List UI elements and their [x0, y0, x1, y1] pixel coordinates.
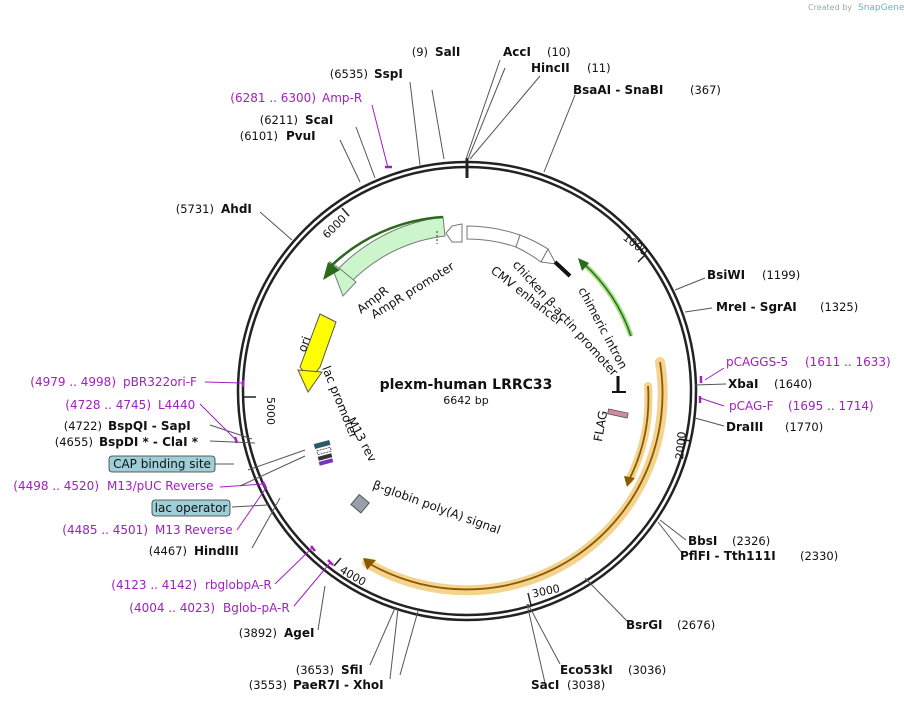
- lac-operator-box[interactable]: [151, 499, 231, 517]
- enzyme-sspi[interactable]: SspI: [374, 67, 403, 81]
- enzyme-pos-sfii: (3653): [296, 663, 334, 677]
- enzyme-pvui[interactable]: PvuI: [286, 129, 316, 143]
- primer-rbglobpa-r[interactable]: rbglobpA-R: [205, 578, 272, 592]
- enzyme-pos-hincii: (11): [587, 61, 611, 75]
- enzyme-pflfi-tth111i[interactable]: PflFI - Tth111I: [680, 549, 776, 563]
- flag-tag[interactable]: [607, 408, 629, 419]
- feature-label-globin: β-globin poly(A) signal: [371, 478, 503, 537]
- terminator-mark-1: [553, 260, 572, 278]
- enzyme-pos-ahdi: (5731): [176, 202, 214, 216]
- primer-marks: [233, 165, 703, 566]
- enzyme-ahdi[interactable]: AhdI: [221, 202, 252, 216]
- enzyme-bspqi-sapi[interactable]: BspQI - SapI: [108, 419, 191, 433]
- ampr-green-track: [330, 215, 444, 267]
- enzyme-hindiii[interactable]: HindIII: [194, 544, 239, 558]
- feature-label-flag: FLAG: [591, 410, 610, 443]
- enzyme-eco53ki[interactable]: Eco53kI: [560, 663, 613, 677]
- feature-label-ori: ori: [295, 334, 313, 353]
- tick-label-2000: 2000: [673, 431, 688, 460]
- enzyme-pos-bsiwi: (1199): [762, 268, 800, 282]
- primer-pos-pcaggs5: (1611 .. 1633): [805, 355, 891, 369]
- primer-l4440[interactable]: L4440: [158, 398, 195, 412]
- chimeric-intron-arc[interactable]: [582, 262, 632, 337]
- enzyme-pos-bspqi: (4722): [64, 419, 102, 433]
- enzyme-mrei-sgrai[interactable]: MreI - SgrAI: [716, 300, 797, 314]
- cmv-enhancer-arrow[interactable]: [466, 225, 521, 248]
- lac-operator-label: lac operator: [155, 501, 228, 515]
- enzyme-pos-hindiii: (4467): [149, 544, 187, 558]
- enzyme-pos-pvui: (6101): [240, 129, 278, 143]
- enzyme-hincii[interactable]: HincII: [531, 61, 570, 75]
- enzyme-scai[interactable]: ScaI: [305, 113, 333, 127]
- enzyme-pos-draiii: (1770): [785, 420, 823, 434]
- orf-arc[interactable]: [369, 361, 664, 591]
- primer-pos-m13rev: (4485 .. 4501): [62, 523, 148, 537]
- promoter-arrowhead: [540, 247, 557, 265]
- enzyme-paer7i-xhoi[interactable]: PaeR7I - XhoI: [293, 678, 384, 692]
- enzyme-bspdi-clai[interactable]: BspDI * - ClaI *: [99, 435, 199, 449]
- enzyme-pos-scai: (6211): [260, 113, 298, 127]
- enzyme-pos-bspdi: (4655): [55, 435, 93, 449]
- enzyme-pos-pflfi: (2330): [800, 549, 838, 563]
- enzyme-pos-eco53ki: (3036): [628, 663, 666, 677]
- orf-inner-arc[interactable]: [629, 385, 650, 479]
- enzyme-pos-acci: (10): [547, 45, 571, 59]
- enzyme-pos-agei: (3892): [239, 626, 277, 640]
- tick-marks: [243, 207, 692, 606]
- primer-m13puc-reverse[interactable]: M13/pUC Reverse: [107, 479, 214, 493]
- enzyme-pos-paer7i: (3553): [249, 678, 287, 692]
- enzyme-pos-sali: (9): [412, 45, 428, 59]
- primer-pos-m13puc: (4498 .. 4520): [13, 479, 99, 493]
- enzyme-pos-saci: (3038): [567, 678, 605, 692]
- ampr-promoter-arrow[interactable]: [445, 223, 463, 243]
- watermark-brand: SnapGene: [858, 3, 904, 13]
- enzyme-sali[interactable]: SalI: [435, 45, 460, 59]
- enzyme-pos-xbai: (1640): [774, 377, 812, 391]
- tick-label-5000: 5000: [264, 397, 277, 425]
- enzyme-xbai[interactable]: XbaI: [728, 377, 758, 391]
- primer-pos-pbr322orif: (4979 .. 4998): [30, 375, 116, 389]
- plasmid-length: 6642 bp: [443, 394, 488, 407]
- feature-label-lacpro: lac promoter: [319, 364, 361, 440]
- primer-bglob-pa-r[interactable]: Bglob-pA-R: [223, 601, 290, 615]
- cap-binding-site-label: CAP binding site: [113, 457, 211, 471]
- leader-lines: [209, 59, 727, 684]
- enzyme-saci[interactable]: SacI: [531, 678, 559, 692]
- cap-binding-site-box[interactable]: [108, 455, 216, 473]
- cap-binding-site-mark: [313, 439, 331, 449]
- tick-label-3000: 3000: [531, 582, 561, 601]
- primer-pbr322orif[interactable]: pBR322ori-F: [123, 375, 197, 389]
- enzyme-sfii[interactable]: SfiI: [341, 663, 363, 677]
- enzyme-bsiwi[interactable]: BsiWI: [707, 268, 745, 282]
- enzyme-pos-bsaai: (367): [690, 83, 721, 97]
- enzyme-acci[interactable]: AccI: [503, 45, 531, 59]
- primer-pcaggs5[interactable]: pCAGGS-5: [726, 355, 788, 369]
- enzyme-agei[interactable]: AgeI: [284, 626, 314, 640]
- primer-pos-ampr: (6281 .. 6300): [230, 91, 316, 105]
- primer-pos-l4440: (4728 .. 4745): [65, 398, 151, 412]
- enzyme-pos-bsrgi: (2676): [677, 618, 715, 632]
- enzyme-bbsi[interactable]: BbsI: [688, 534, 717, 548]
- primer-leader-lines: [199, 104, 725, 607]
- enzyme-draiii[interactable]: DraIII: [726, 420, 763, 434]
- globin-polya-box[interactable]: [350, 493, 370, 514]
- watermark-prefix: Created by: [808, 3, 852, 12]
- primer-pos-bglobpar: (4004 .. 4023): [129, 601, 215, 615]
- enzyme-bsrgi[interactable]: BsrGI: [626, 618, 663, 632]
- primer-pos-rbglobpar: (4123 .. 4142): [111, 578, 197, 592]
- enzyme-pos-bbsi: (2326): [732, 534, 770, 548]
- enzyme-bsaai-snabi[interactable]: BsaAI - SnaBI: [573, 83, 663, 97]
- primer-pos-pcagf: (1695 .. 1714): [788, 399, 874, 413]
- primer-pcagf[interactable]: pCAG-F: [729, 399, 774, 413]
- primer-ampr[interactable]: Amp-R: [322, 91, 362, 105]
- m13-rev-mark: [318, 458, 334, 466]
- lac-operator-mark: [317, 453, 333, 461]
- primer-m13-reverse[interactable]: M13 Reverse: [155, 523, 233, 537]
- enzyme-pos-sspi: (6535): [330, 67, 368, 81]
- enzyme-pos-mrei: (1325): [820, 300, 858, 314]
- plasmid-name: plexm-human LRRC33: [380, 377, 553, 393]
